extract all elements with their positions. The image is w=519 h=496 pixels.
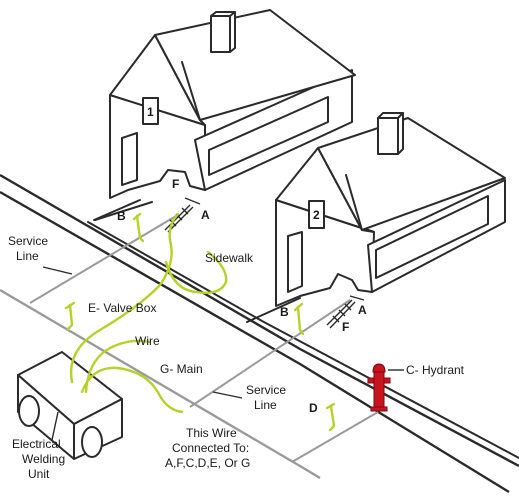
gas-main (0, 288, 321, 480)
label-connection-note-2: Connected To: (172, 441, 249, 455)
welding-wires (69, 212, 228, 414)
house-2-number: 2 (313, 208, 320, 222)
label-point-d: D (309, 401, 318, 415)
house-1 (93, 9, 356, 221)
label-service-line-left-1: Service (8, 234, 48, 248)
house-2 (246, 112, 506, 323)
label-welding-unit-3: Unit (28, 467, 50, 481)
label-connection-note-3: A,F,C,D,E, Or G (165, 456, 250, 470)
house-1-number: 1 (147, 105, 154, 119)
label-point-a1: A (201, 208, 210, 222)
label-wire: Wire (135, 334, 160, 348)
welding-unit-leader (51, 411, 59, 441)
label-sidewalk: Sidewalk (205, 251, 254, 265)
meter-assembly-2 (326, 295, 365, 329)
service-lines (29, 215, 379, 463)
label-welding-unit-2: Welding (22, 452, 65, 466)
label-point-b2: B (280, 305, 289, 319)
label-point-a2: A (358, 303, 367, 317)
hydrant (367, 363, 391, 412)
label-service-line-left-2: Line (16, 249, 39, 263)
label-service-line-right-1: Service (246, 383, 286, 397)
label-welding-unit-1: Electrical (12, 437, 61, 451)
label-connection-note-1: This Wire (186, 426, 237, 440)
street-curbs (0, 173, 519, 494)
label-point-f1: F (172, 177, 179, 191)
label-point-b1: B (117, 209, 126, 223)
label-hydrant: C- Hydrant (406, 363, 465, 377)
label-point-f2: F (342, 320, 349, 334)
curb-boxes (64, 212, 336, 432)
label-main: G- Main (160, 362, 203, 376)
label-service-line-right-2: Line (254, 398, 277, 412)
welding-unit (17, 351, 123, 460)
label-valve-box: E- Valve Box (88, 301, 156, 315)
sidewalk-edge (87, 221, 519, 459)
